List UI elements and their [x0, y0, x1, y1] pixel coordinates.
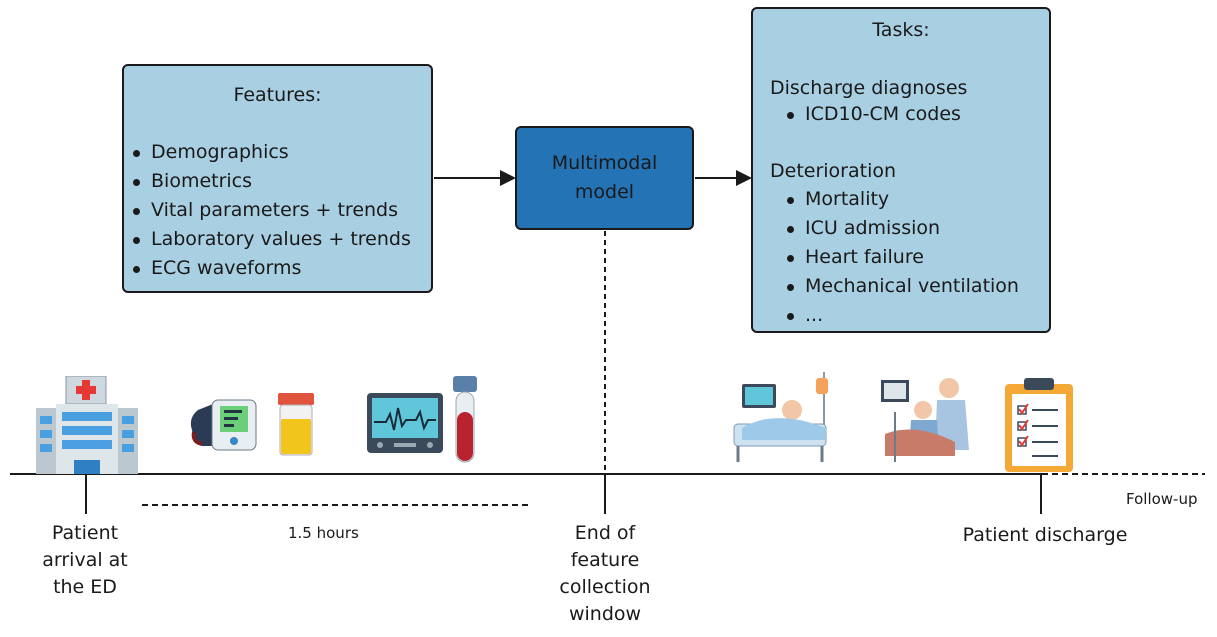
deterioration-title: Deterioration — [770, 160, 897, 182]
checklist-clipboard-icon — [1005, 378, 1073, 472]
icu-bed-icon — [733, 372, 828, 462]
timeline-axis — [10, 473, 1042, 475]
model-box: Multimodal model — [515, 126, 694, 230]
tasks-title: Tasks: — [872, 19, 930, 41]
arrival-label: Patient arrival at the ED — [42, 522, 128, 598]
blood-pressure-monitor-icon — [190, 399, 257, 451]
blood-test-tube-icon — [453, 376, 477, 463]
followup-label: Follow-up — [1126, 490, 1198, 508]
feature-item: Demographics — [133, 138, 411, 167]
arrival-tick — [85, 474, 87, 514]
deterioration-list: Mortality ICU admission Heart failure Me… — [787, 185, 1019, 330]
features-box: Features: Demographics Biometrics Vital … — [122, 64, 433, 293]
features-title: Features: — [233, 84, 322, 106]
feature-item: Laboratory values + trends — [133, 225, 411, 254]
task-item: ICU admission — [787, 214, 1019, 243]
urine-sample-icon — [278, 393, 314, 456]
end-window-tick — [604, 474, 606, 514]
intubation-icon — [881, 378, 969, 462]
task-item: Heart failure — [787, 243, 1019, 272]
discharge-tick — [1040, 474, 1042, 514]
end-window-label: End of feature collection window — [559, 522, 651, 625]
task-item: ... — [787, 301, 1019, 330]
feature-item: Biometrics — [133, 167, 411, 196]
discharge-diagnoses-title: Discharge diagnoses — [770, 77, 968, 99]
model-label: Multimodal model — [551, 152, 658, 203]
discharge-label: Patient discharge — [962, 524, 1128, 546]
feature-item: Vital parameters + trends — [133, 196, 411, 225]
duration-label: 1.5 hours — [288, 524, 359, 542]
task-item: Mechanical ventilation — [787, 272, 1019, 301]
feature-item: ECG waveforms — [133, 254, 411, 283]
task-item: ICD10-CM codes — [787, 100, 961, 129]
hospital-icon — [36, 376, 138, 474]
task-item: Mortality — [787, 185, 1019, 214]
ecg-monitor-icon — [367, 393, 443, 453]
features-list: Demographics Biometrics Vital parameters… — [133, 138, 411, 283]
discharge-diagnoses-list: ICD10-CM codes — [787, 100, 961, 129]
tasks-box: Tasks: Discharge diagnoses ICD10-CM code… — [751, 7, 1051, 333]
